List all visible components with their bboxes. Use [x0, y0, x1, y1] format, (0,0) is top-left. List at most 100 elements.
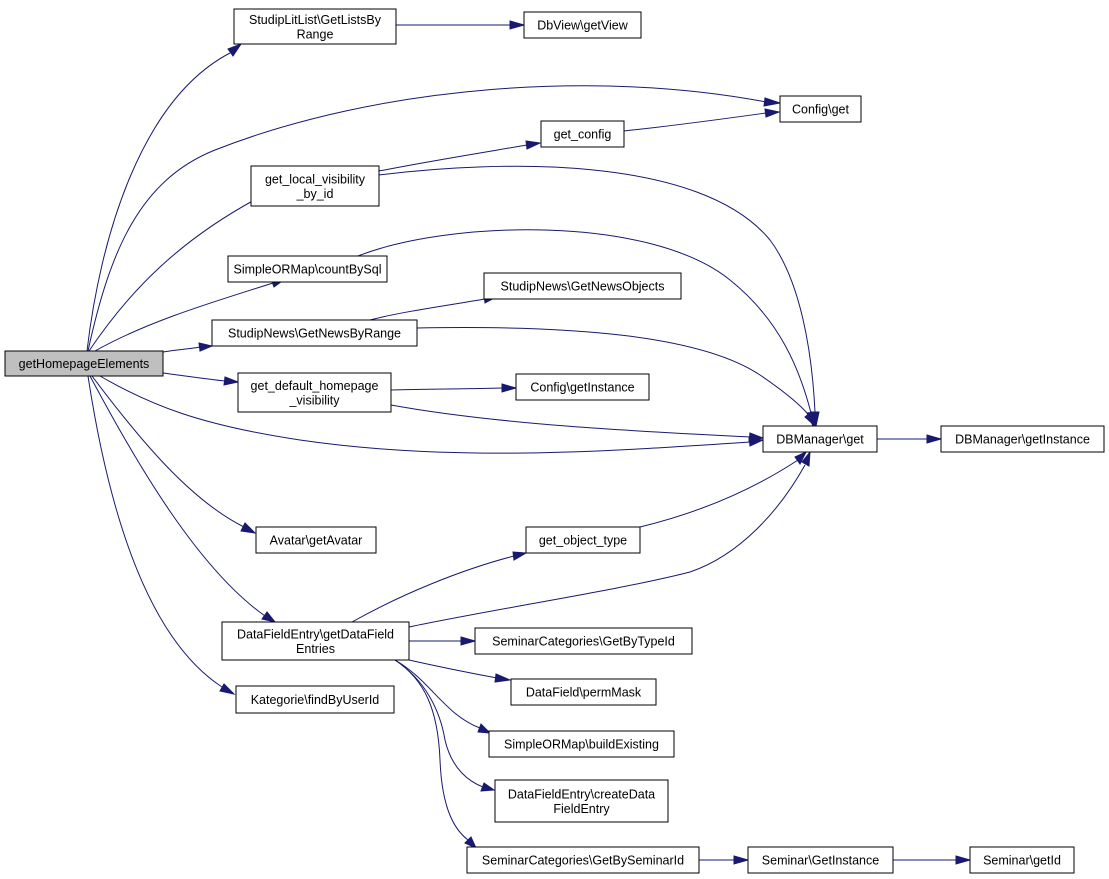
edge-line	[351, 555, 515, 623]
edge-getHomepageElements-to-Avatar_getAvatar	[91, 375, 257, 534]
node-label: SimpleORMap\buildExisting	[504, 738, 659, 752]
node-label: _visibility	[288, 393, 340, 407]
node-box	[747, 846, 894, 874]
node-label: Seminar\GetInstance	[762, 854, 879, 868]
node-label: Entries	[296, 642, 335, 656]
node-Config_get[interactable]: Config\get	[779, 95, 862, 123]
arrowhead-icon	[227, 42, 243, 57]
edge-line	[390, 387, 503, 391]
node-box	[235, 685, 395, 714]
edge-line	[408, 659, 498, 679]
node-label: Kategorie\findByUserId	[251, 693, 380, 707]
node-label: DataFieldEntry\createData	[508, 787, 655, 801]
node-box	[488, 730, 675, 758]
arrowhead-icon	[501, 383, 518, 393]
node-SeminarCategories_GetBySeminarId[interactable]: SeminarCategories\GetBySeminarId	[466, 846, 700, 874]
arrowhead-icon	[477, 723, 492, 734]
node-box	[525, 526, 641, 554]
node-box	[250, 165, 380, 207]
node-label: DBManager\get	[776, 433, 864, 447]
node-DbView_getView[interactable]: DbView\getView	[523, 11, 642, 39]
node-label: DbView\getView	[537, 19, 629, 33]
node-layer: getHomepageElements StudipLitList\GetList…	[4, 8, 1105, 874]
node-label: StudipNews\GetNewsObjects	[501, 280, 665, 294]
arrowhead-icon	[794, 450, 808, 465]
node-Seminar_GetInstance[interactable]: Seminar\GetInstance	[747, 846, 894, 874]
arrowhead-icon	[804, 411, 816, 428]
node-SeminarCategories_GetByTypeId[interactable]: SeminarCategories\GetByTypeId	[474, 627, 693, 655]
node-DataField_permMask[interactable]: DataField\permMask	[510, 678, 657, 706]
node-label: Config\getInstance	[530, 381, 634, 395]
edge-line	[639, 459, 799, 528]
edge-DataFieldEntry_getDataFieldEntries-to-DBManager_get	[408, 450, 811, 628]
arrowhead-icon	[801, 450, 811, 467]
node-box	[474, 627, 693, 655]
node-box	[255, 526, 377, 554]
edge-line	[394, 659, 469, 841]
edge-get_default_homepage_visibility-to-Config_getInstance	[390, 383, 518, 393]
node-StudipNews_GetNewsByRange[interactable]: StudipNews\GetNewsByRange	[211, 319, 418, 347]
node-box	[510, 678, 657, 706]
edge-DataFieldEntry_getDataFieldEntries-to-DataField_permMask	[408, 659, 512, 683]
arrowhead-icon	[223, 376, 240, 386]
node-label: Range	[297, 27, 334, 41]
node-box	[494, 779, 669, 823]
node-box	[515, 373, 650, 401]
arrowhead-icon	[198, 342, 214, 352]
edge-line	[162, 372, 226, 382]
edge-DataFieldEntry_getDataFieldEntries-to-DataFieldEntry_createDataFieldEntry	[394, 659, 496, 792]
node-Kategorie_findByUserId[interactable]: Kategorie\findByUserId	[235, 685, 395, 714]
node-label: get_config	[554, 128, 612, 142]
node-get_local_visibility_by_id[interactable]: get_local_visibility_by_id	[250, 165, 380, 207]
node-label: StudipNews\GetNewsByRange	[228, 327, 401, 341]
node-DBManager_getInstance[interactable]: DBManager\getInstance	[940, 425, 1105, 453]
edge-DataFieldEntry_getDataFieldEntries-to-get_object_type	[351, 551, 528, 623]
node-label: StudipLitList\GetListsBy	[249, 13, 382, 27]
edge-line	[390, 404, 751, 438]
edge-getHomepageElements-to-Config_get	[87, 85, 782, 352]
node-Avatar_getAvatar[interactable]: Avatar\getAvatar	[255, 526, 377, 554]
node-label: SimpleORMap\countBySql	[234, 263, 382, 277]
edge-getHomepageElements-to-DBManager_get	[99, 375, 765, 454]
node-label: Seminar\getId	[983, 854, 1061, 868]
arrowhead-icon	[955, 855, 972, 865]
arrowhead-icon	[512, 551, 528, 561]
node-label: SeminarCategories\GetBySeminarId	[482, 854, 684, 868]
edge-getHomepageElements-to-DataFieldEntry_getDataFieldEntries	[89, 375, 277, 623]
arrowhead-icon	[261, 611, 277, 623]
arrowhead-icon	[464, 836, 478, 850]
edge-line	[408, 464, 806, 628]
node-StudipNews_GetNewsObjects[interactable]: StudipNews\GetNewsObjects	[483, 272, 682, 300]
node-getHomepageElements[interactable]: getHomepageElements	[4, 350, 164, 377]
node-label: DataField\permMask	[526, 686, 642, 700]
edge-line	[89, 375, 266, 617]
node-SimpleORMap_countBySql[interactable]: SimpleORMap\countBySql	[227, 255, 388, 283]
node-Config_getInstance[interactable]: Config\getInstance	[515, 373, 650, 401]
arrowhead-icon	[460, 636, 477, 646]
node-box	[762, 425, 878, 453]
edge-line	[394, 659, 481, 729]
arrowhead-icon	[748, 432, 765, 442]
node-label: _by_id	[296, 187, 334, 201]
edge-get_config-to-Config_get	[623, 108, 781, 132]
arrowhead-icon	[480, 782, 496, 792]
edge-line	[378, 165, 816, 413]
node-box	[969, 846, 1075, 874]
node-box	[466, 846, 700, 874]
edge-getHomepageElements-to-Kategorie_findByUserId	[87, 375, 236, 695]
node-get_object_type[interactable]: get_object_type	[525, 526, 641, 554]
node-get_default_homepage_visibility[interactable]: get_default_homepage_visibility	[237, 372, 392, 413]
node-box	[523, 11, 642, 39]
node-get_config[interactable]: get_config	[540, 120, 625, 148]
node-SimpleORMap_buildExisting[interactable]: SimpleORMap\buildExisting	[488, 730, 675, 758]
node-label: DataFieldEntry\getDataField	[237, 627, 394, 641]
edge-line	[99, 375, 751, 454]
edge-StudipNews_GetNewsByRange-to-DBManager_get	[416, 327, 816, 428]
arrowhead-icon	[509, 20, 526, 30]
node-DBManager_get[interactable]: DBManager\get	[762, 425, 878, 453]
node-Seminar_getId[interactable]: Seminar\getId	[969, 846, 1075, 874]
node-label: get_local_visibility	[265, 172, 366, 186]
